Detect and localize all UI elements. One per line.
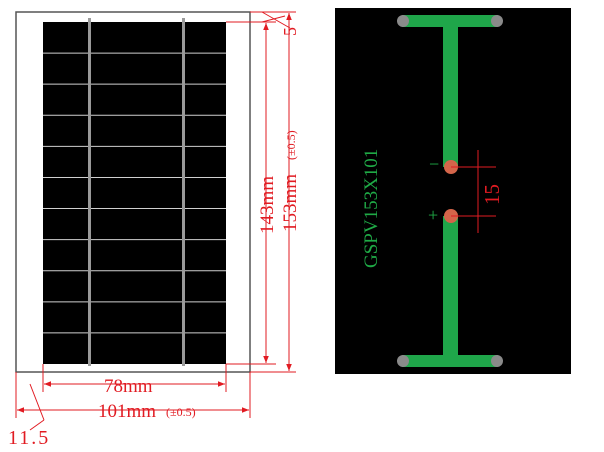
dim-inner-width: 78mm [104,376,153,397]
pad-spacing-label: 15 [480,184,504,205]
cell-area [43,22,226,364]
pcb-back-view [335,8,571,374]
panel-front-view [15,11,251,373]
dim-outer-height: 153mm [280,174,301,232]
pcb-dimension-lines [451,150,496,233]
bottom-trace-bar [402,355,498,367]
negative-terminal-label: − [429,154,439,174]
dim-outer-height-tolerance: (±0.5) [284,130,298,160]
bottom-trace-stem [443,216,458,358]
model-number: GSPV153X101 [361,149,382,268]
busbar-right [182,18,185,366]
positive-terminal-label: + [428,205,438,225]
cell-separators [43,52,226,334]
top-trace-bar [402,15,498,27]
top-right-pad [491,15,503,27]
dim-top-margin: 5 [280,27,300,36]
top-left-pad [397,15,409,27]
bottom-right-pad [491,355,503,367]
bottom-left-pad [397,355,409,367]
dim-inner-height: 143mm [257,176,278,234]
dim-outer-width-tolerance: (±0.5) [166,405,196,419]
panel-dimension-lines [15,11,296,431]
top-trace-stem [443,25,458,167]
dim-outer-width: 101mm [98,401,156,422]
dim-left-margin: 11.5 [8,427,50,449]
busbar-left [88,18,91,366]
